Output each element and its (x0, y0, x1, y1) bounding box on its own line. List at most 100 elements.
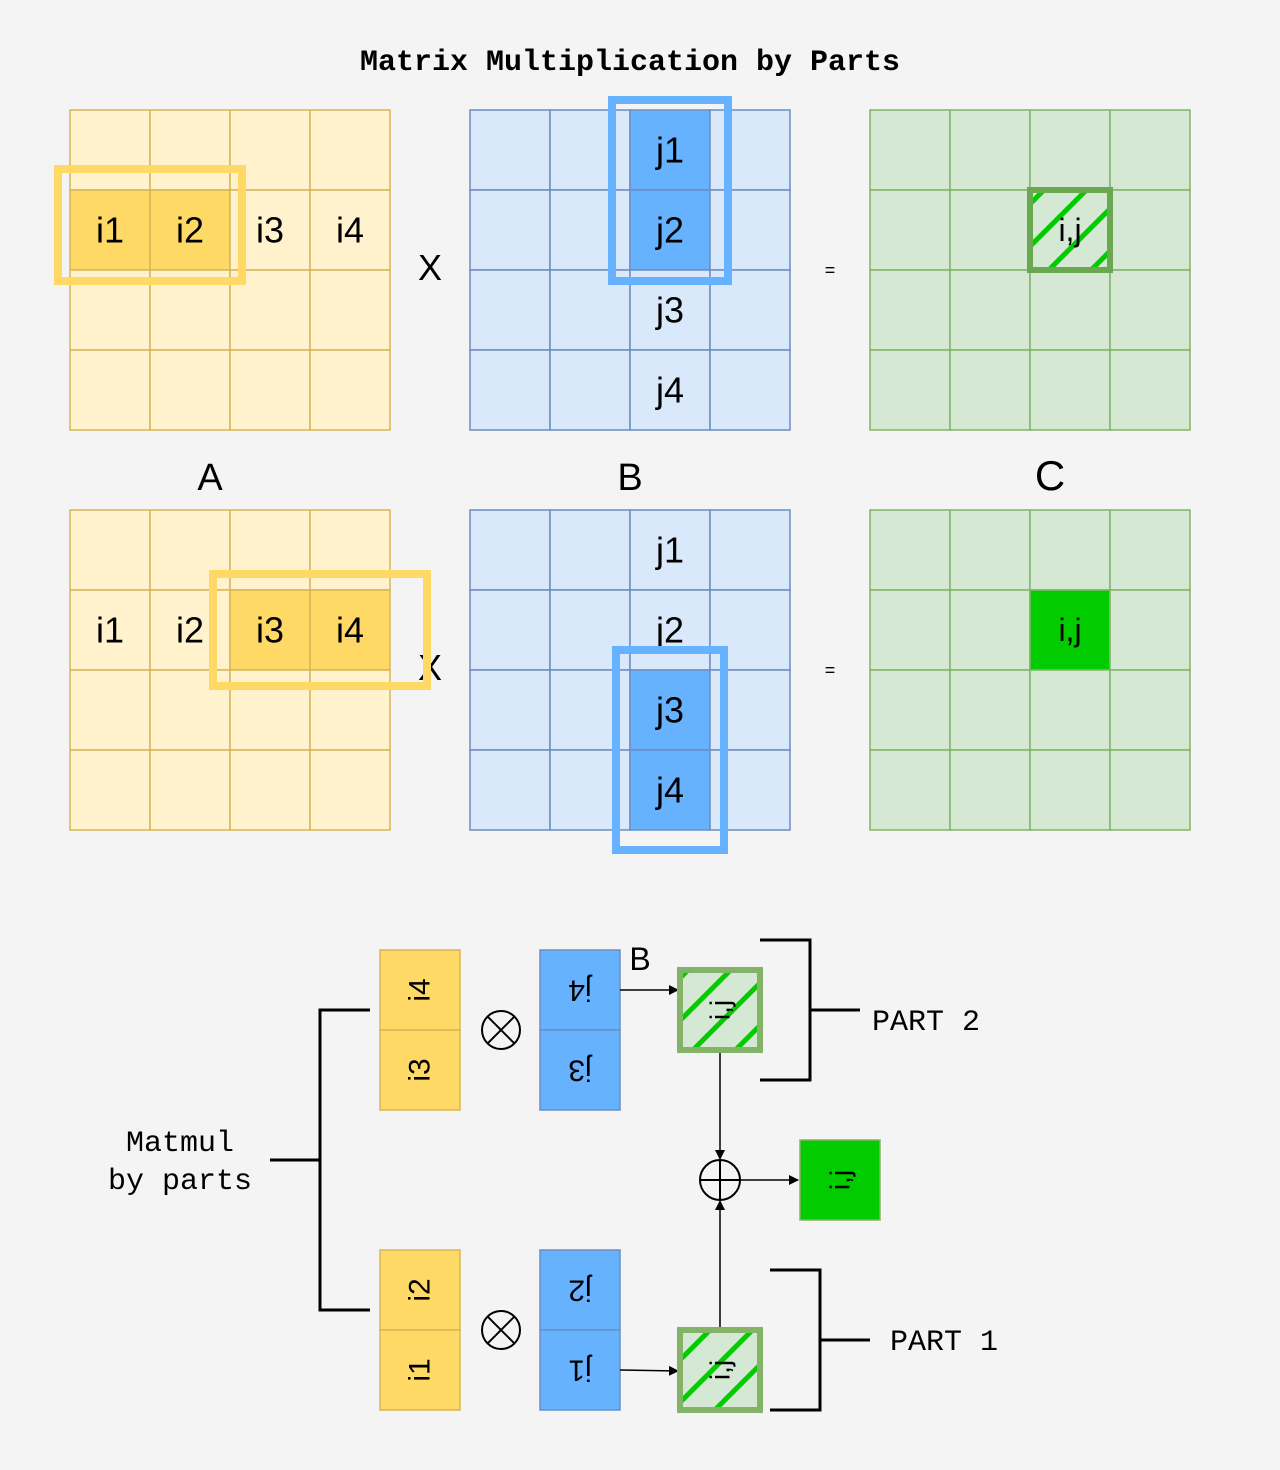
top-a-label-i1: i1 (96, 210, 124, 251)
bot-b-cell (629, 669, 711, 751)
part2-multiply-icon (481, 1010, 521, 1050)
part1-b-bottom-label: j1 (568, 1354, 592, 1387)
part1-a-bottom-label: i1 (404, 1358, 437, 1381)
bottom-b-label-j4: j4 (655, 770, 684, 811)
top-matrix-c: i,j (869, 109, 1191, 431)
top-c-cell (1109, 349, 1191, 431)
sum-add-icon (699, 1159, 741, 1201)
top-c-cell (869, 109, 951, 191)
top-a-selection-frame (54, 165, 246, 285)
part1-bracket (770, 1268, 870, 1412)
bot-c-cell (1029, 589, 1111, 671)
bot-c-cell (949, 669, 1031, 751)
bot-a-cell (309, 749, 391, 831)
root-bracket (270, 1008, 370, 1312)
diagram-title: Matrix Multiplication by Parts (360, 46, 900, 80)
bottom-b-selection-frame (612, 646, 728, 854)
result-label: i,j (825, 1170, 856, 1190)
top-b-label-j2: j2 (655, 210, 684, 251)
top-b-cell (709, 349, 791, 431)
bottom-b-label-j3: j3 (655, 690, 684, 731)
part1-partial-block: i,j (677, 1327, 763, 1413)
bot-c-cell (1029, 669, 1111, 751)
top-b-cell (629, 349, 711, 431)
top-b-cell (629, 189, 711, 271)
part1-a-top-label: i2 (404, 1278, 437, 1301)
top-c-cell (869, 349, 951, 431)
bottom-a-label-i3: i3 (256, 610, 284, 651)
top-a-cell (309, 269, 391, 351)
top-a-cell (149, 109, 231, 191)
part2-bracket (760, 938, 860, 1082)
top-equals-symbol: = (825, 260, 836, 280)
top-c-cell (1029, 109, 1111, 191)
bot-a-cell (309, 589, 391, 671)
top-b-label-j4: j4 (655, 370, 684, 411)
part1-b-block: j2 j1 (539, 1249, 621, 1411)
top-b-cell (469, 189, 551, 271)
bot-c-cell (1109, 669, 1191, 751)
top-b-cell (709, 189, 791, 271)
stray-b-label: B (629, 941, 650, 977)
bot-c-cell (869, 509, 951, 591)
part2-partial-block: i,j (677, 967, 763, 1053)
top-c-cell (869, 189, 951, 271)
top-b-selection-frame (608, 96, 732, 285)
part2-a-top-label: i4 (404, 978, 437, 1001)
top-b-cell (469, 349, 551, 431)
top-a-cell (69, 109, 151, 191)
top-b-cell (549, 189, 631, 271)
top-b-cell (549, 349, 631, 431)
root-label-line1: Matmul (126, 1127, 234, 1161)
bot-c-cell (1029, 509, 1111, 591)
bottom-b-label-j1: j1 (655, 530, 684, 571)
part1-a-block: i2 i1 (379, 1249, 461, 1411)
root-label-line2: by parts (108, 1165, 252, 1199)
top-b-cell (709, 109, 791, 191)
bot-a-cell (69, 509, 151, 591)
result-block: i,j (799, 1139, 881, 1221)
top-a-cell (69, 349, 151, 431)
top-a-cell (149, 189, 231, 271)
top-b-cell (469, 269, 551, 351)
bot-b-cell (469, 509, 551, 591)
bottom-a-label-i1: i1 (96, 610, 124, 651)
bottom-a-selection-frame (209, 570, 431, 690)
top-c-cell (869, 269, 951, 351)
top-b-cell (549, 109, 631, 191)
top-a-cell (309, 109, 391, 191)
top-b-cell (469, 109, 551, 191)
bot-c-cell (1109, 589, 1191, 671)
top-c-cell (949, 349, 1031, 431)
part2-label: PART 2 (872, 1006, 980, 1040)
top-a-label-i2: i2 (176, 210, 204, 251)
top-c-cell (1029, 269, 1111, 351)
bot-c-cell (1029, 749, 1111, 831)
bot-b-cell (469, 669, 551, 751)
bot-b-cell (469, 749, 551, 831)
top-a-cell (309, 349, 391, 431)
bot-a-cell (229, 749, 311, 831)
bottom-a-label-i2: i2 (176, 610, 204, 651)
bottom-c-result-label: i,j (1058, 612, 1081, 648)
bot-b-cell (709, 509, 791, 591)
top-a-cell (229, 349, 311, 431)
top-c-cell (1029, 349, 1111, 431)
part1-b-top-label: j2 (568, 1274, 592, 1307)
part2-b-bottom-label: j3 (568, 1054, 592, 1087)
matrix-b-name: B (617, 457, 642, 499)
top-c-cell (949, 109, 1031, 191)
bottom-matrix-c: i,j (869, 509, 1191, 831)
top-c-cell (1109, 189, 1191, 271)
top-c-target-frame (1027, 187, 1113, 273)
top-b-cell (629, 109, 711, 191)
top-times-symbol: X (418, 247, 442, 288)
part2-partial-label: i,j (705, 1000, 736, 1020)
bot-c-cell (869, 749, 951, 831)
part2-a-bottom-label: i3 (404, 1058, 437, 1081)
